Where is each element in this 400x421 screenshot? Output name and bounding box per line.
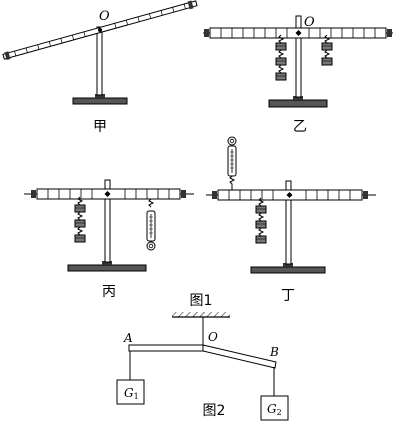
spring-scale-down <box>146 198 156 251</box>
support-pole <box>285 180 292 265</box>
pivot-label-o: O <box>304 15 315 30</box>
panel-jia: O 甲 <box>2 0 198 135</box>
horizontal-lever <box>206 189 376 201</box>
base <box>72 97 128 105</box>
base-foot <box>102 261 112 265</box>
weight-g2-box <box>260 395 289 421</box>
weight-g1-label: G1 <box>124 386 139 401</box>
base-foot <box>283 263 293 267</box>
balance-nut-left <box>212 191 217 199</box>
base-foot <box>293 96 303 100</box>
horizontal-lever <box>203 27 393 39</box>
panel-label-yi: 乙 <box>293 119 307 135</box>
panel-label-jia: 甲 <box>93 119 107 135</box>
balance-nut-right <box>387 29 392 37</box>
ceiling <box>172 312 230 318</box>
weight-stack-left <box>275 34 287 81</box>
figure2: G1 G2 A O B 图2 <box>116 312 289 421</box>
support-pole <box>104 179 111 263</box>
panel-ding: 丁 <box>206 136 376 304</box>
balance-nut-right <box>363 191 368 199</box>
bent-lever <box>128 344 277 369</box>
point-label-a: A <box>123 331 133 345</box>
pivot-point <box>98 28 102 32</box>
panel-yi: O 乙 <box>203 15 393 135</box>
balance-nut-left <box>31 190 36 198</box>
spring-scale-up <box>227 136 237 190</box>
weight-stack-right <box>321 34 333 66</box>
pivot-point <box>104 191 111 197</box>
pivot-point <box>286 192 293 198</box>
panel-label-ding: 丁 <box>281 288 295 304</box>
support-pole <box>96 26 103 96</box>
balance-nut-right <box>181 190 186 198</box>
weight-g2-label: G2 <box>267 402 282 417</box>
base <box>67 264 147 272</box>
horizontal-lever <box>24 188 194 200</box>
figure1-caption: 图1 <box>190 293 213 309</box>
lever-arm-ob <box>202 344 277 369</box>
pivot-point <box>295 30 302 36</box>
base <box>250 266 326 274</box>
figure2-caption: 图2 <box>203 403 226 419</box>
point-label-b: B <box>269 345 279 359</box>
pivot-label-o: O <box>99 9 110 24</box>
weight-g1-box <box>116 379 145 405</box>
weight-stack-left <box>255 197 267 244</box>
panel-bing: 丙 <box>24 179 194 300</box>
balance-nut-left <box>204 29 209 37</box>
balance-nut-right <box>187 0 194 10</box>
weight-stack-left <box>74 196 86 243</box>
balance-nut-left <box>4 51 11 61</box>
pivot-label-o: O <box>208 330 218 344</box>
panel-label-bing: 丙 <box>102 284 116 300</box>
lever-arm-oa <box>128 344 204 352</box>
base <box>268 99 328 108</box>
support-pole <box>295 15 302 98</box>
tilted-lever <box>2 0 198 61</box>
base-foot <box>95 94 105 98</box>
